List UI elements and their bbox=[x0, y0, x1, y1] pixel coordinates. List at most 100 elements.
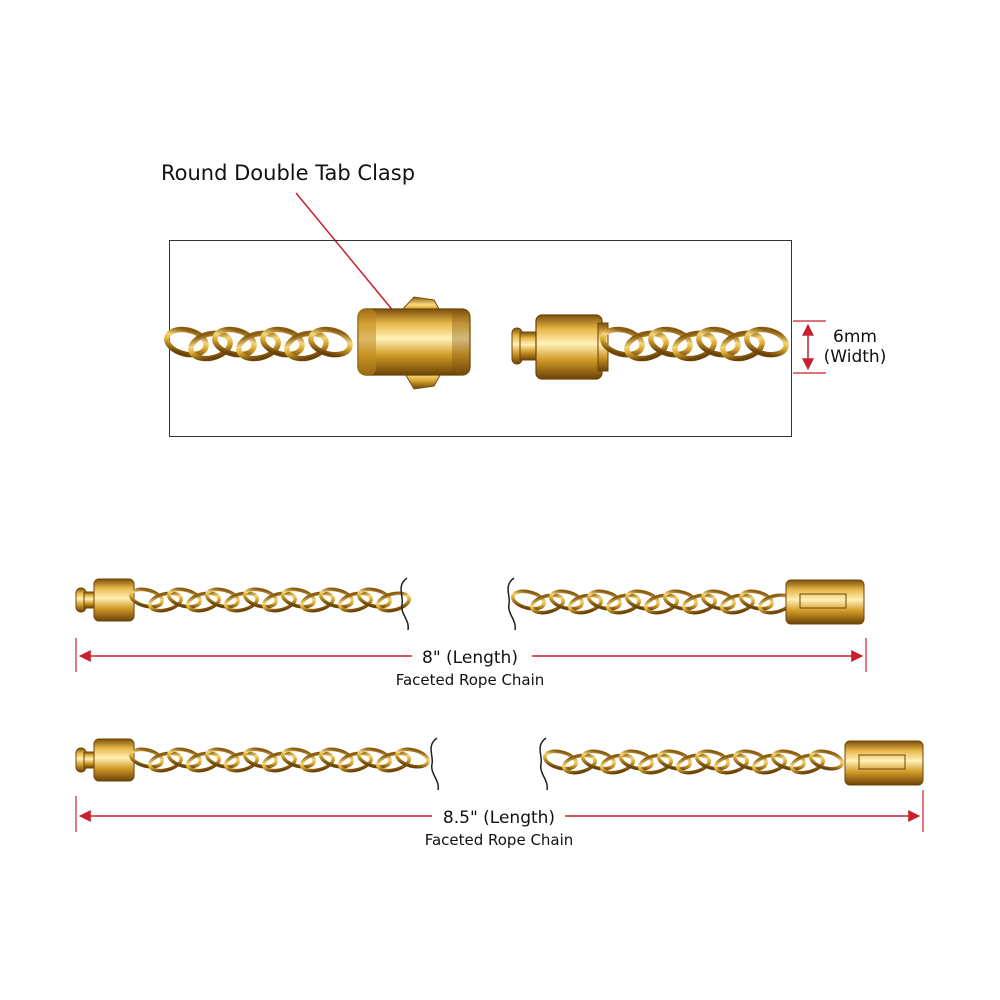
chain-segment-left bbox=[129, 747, 430, 773]
chain-link bbox=[644, 593, 679, 615]
chain-link bbox=[308, 326, 353, 358]
chain-link bbox=[262, 751, 297, 773]
chain-link bbox=[186, 591, 221, 613]
detail-chain bbox=[164, 296, 789, 390]
chain-link bbox=[281, 587, 316, 609]
chain-link bbox=[148, 751, 183, 773]
chain-link bbox=[376, 751, 411, 773]
chain-link bbox=[205, 587, 240, 609]
connector-icon bbox=[511, 314, 609, 380]
chain-link bbox=[129, 747, 164, 769]
chain-link bbox=[357, 747, 392, 769]
chain-link bbox=[663, 589, 698, 611]
chain-8in bbox=[75, 577, 865, 631]
chain-link bbox=[771, 749, 806, 771]
chain-link bbox=[790, 753, 825, 775]
chain-link bbox=[224, 751, 259, 773]
chain-link bbox=[148, 591, 183, 613]
break-icon bbox=[400, 577, 409, 631]
chain-link bbox=[281, 747, 316, 769]
chain-link bbox=[300, 591, 335, 613]
chain-link bbox=[338, 751, 373, 773]
chain-link bbox=[701, 589, 736, 611]
chain-8-5in bbox=[75, 737, 924, 791]
chain-link bbox=[186, 751, 221, 773]
chain-link bbox=[568, 593, 603, 615]
callout-arrow bbox=[295, 192, 405, 325]
chain-segment-left bbox=[129, 587, 411, 613]
chain-link bbox=[260, 326, 305, 358]
length-label-8in: 8" (Length) bbox=[422, 648, 518, 668]
chain-link bbox=[733, 749, 768, 771]
chain-link bbox=[129, 587, 164, 609]
chain-link bbox=[809, 749, 844, 771]
clasp-icon bbox=[785, 579, 865, 625]
chain-link bbox=[376, 591, 411, 613]
chain-link bbox=[188, 330, 233, 362]
connector-icon bbox=[75, 578, 135, 622]
chain-link bbox=[657, 749, 692, 771]
chain-link bbox=[243, 587, 278, 609]
chain-link bbox=[739, 589, 774, 611]
chain-link bbox=[696, 326, 741, 358]
clasp-icon bbox=[844, 740, 924, 786]
length-label-8-5in: 8.5" (Length) bbox=[443, 808, 555, 828]
chain-segment-right bbox=[543, 749, 844, 775]
chain-link bbox=[672, 330, 717, 362]
chain-link bbox=[319, 747, 354, 769]
break-icon bbox=[539, 737, 548, 791]
chain-link bbox=[167, 587, 202, 609]
chain-link bbox=[600, 753, 635, 775]
chain-link bbox=[395, 747, 430, 769]
chain-link bbox=[587, 589, 622, 611]
chain-segment-right bbox=[511, 589, 793, 615]
chain-link bbox=[581, 749, 616, 771]
chain-link bbox=[562, 753, 597, 775]
chain-subtitle-8-5in: Faceted Rope Chain bbox=[425, 831, 574, 849]
chain-link bbox=[284, 330, 329, 362]
chain-link bbox=[600, 326, 645, 358]
chain-link bbox=[243, 747, 278, 769]
chain-link bbox=[262, 591, 297, 613]
chain-link bbox=[720, 593, 755, 615]
connector-icon bbox=[75, 738, 135, 782]
width-dimension bbox=[793, 320, 826, 374]
length-dimension-8-5in bbox=[75, 790, 924, 832]
chain-link bbox=[167, 747, 202, 769]
callout-label: Round Double Tab Clasp bbox=[161, 161, 415, 185]
detail-left-chain-segment bbox=[164, 326, 353, 362]
chain-link bbox=[319, 587, 354, 609]
chain-link bbox=[619, 749, 654, 771]
width-value: 6mm bbox=[833, 327, 877, 347]
break-icon bbox=[430, 737, 439, 791]
chain-link bbox=[714, 753, 749, 775]
chain-subtitle-8in: Faceted Rope Chain bbox=[396, 671, 545, 689]
chain-link bbox=[744, 326, 789, 358]
chain-link bbox=[164, 326, 209, 358]
chain-link bbox=[212, 326, 257, 358]
chain-link bbox=[300, 751, 335, 773]
chain-link bbox=[648, 326, 693, 358]
chain-link bbox=[236, 330, 281, 362]
length-dimension-8in bbox=[75, 638, 867, 672]
chain-link bbox=[624, 330, 669, 362]
chain-link bbox=[357, 587, 392, 609]
chain-link bbox=[338, 591, 373, 613]
chain-link bbox=[543, 749, 578, 771]
chain-link bbox=[752, 753, 787, 775]
width-label: (Width) bbox=[824, 347, 887, 367]
chain-link bbox=[695, 749, 730, 771]
chain-link bbox=[205, 747, 240, 769]
detail-right-chain-segment bbox=[600, 326, 789, 362]
break-icon bbox=[507, 577, 516, 631]
chain-link bbox=[606, 593, 641, 615]
chain-link bbox=[720, 330, 765, 362]
chain-link bbox=[682, 593, 717, 615]
clasp-icon bbox=[357, 296, 471, 390]
chain-link bbox=[530, 593, 565, 615]
chain-link bbox=[625, 589, 660, 611]
chain-link bbox=[511, 589, 546, 611]
chain-link bbox=[224, 591, 259, 613]
chain-link bbox=[549, 589, 584, 611]
